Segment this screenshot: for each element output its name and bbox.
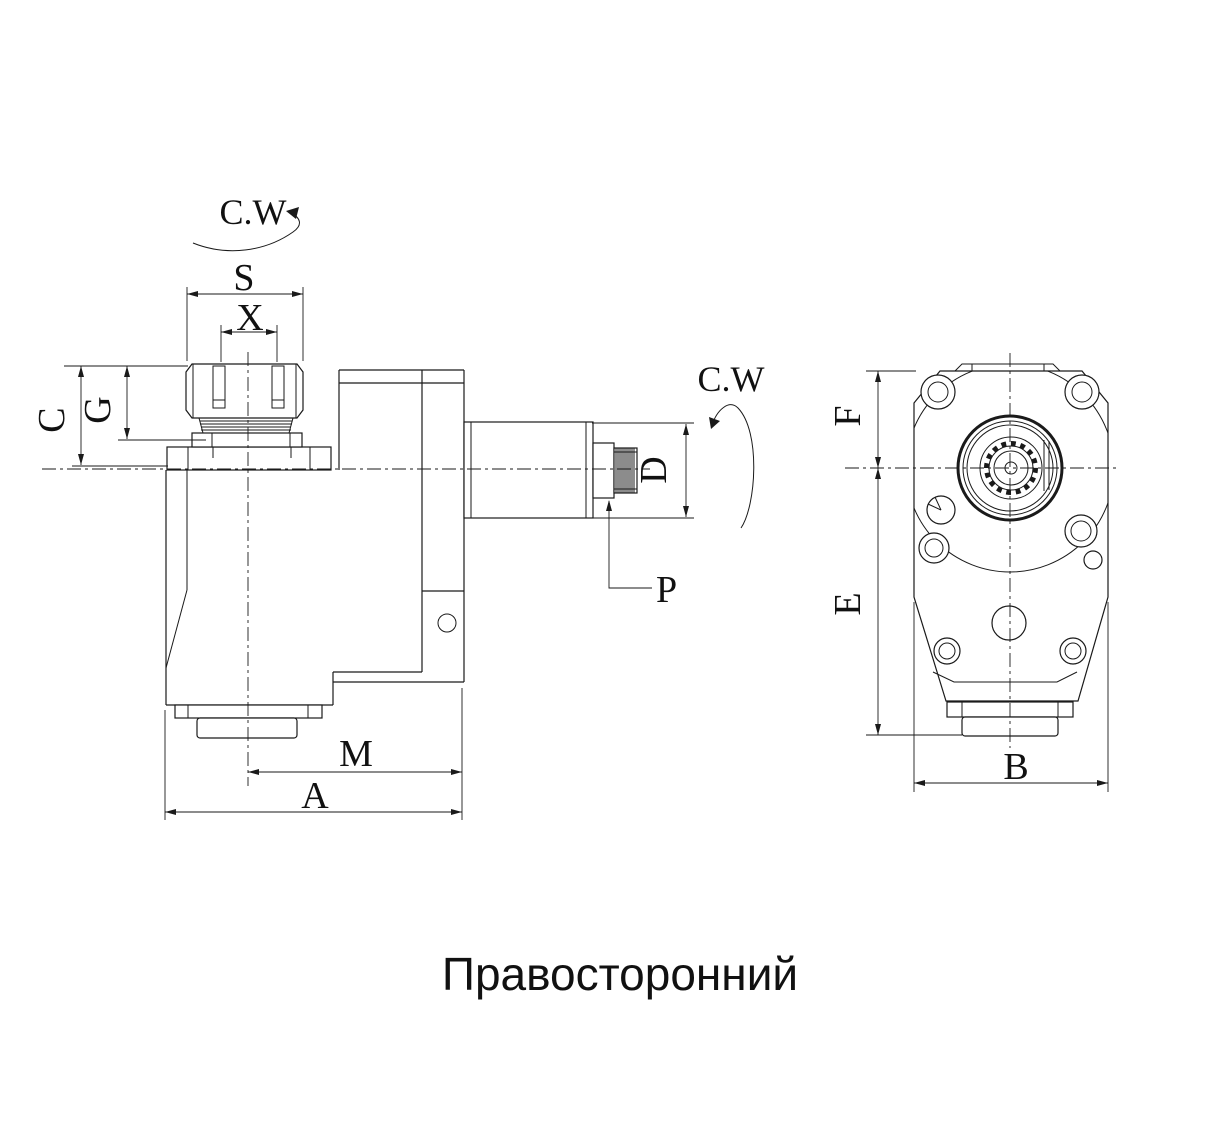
- spline-teeth: [984, 441, 1038, 495]
- dim-label-x: X: [236, 297, 263, 339]
- dim-label-c: C: [31, 407, 73, 432]
- dim-label-d: D: [633, 456, 675, 483]
- dim-label-a: A: [301, 775, 329, 817]
- rotation-label-right: C.W: [698, 359, 765, 399]
- caption: Правосторонний: [442, 948, 798, 1000]
- plate-hole: [437, 613, 457, 633]
- dim-label-p: P: [656, 569, 677, 611]
- shaft-collar: [592, 442, 615, 499]
- cover-plate-tab: [953, 363, 1062, 372]
- dim-label-s: S: [233, 257, 254, 299]
- shaft-spline: [613, 447, 638, 494]
- thread-lines: [198, 417, 294, 434]
- dim-label-g: G: [77, 396, 119, 423]
- bottom-face-edge: [932, 671, 1078, 683]
- dim-label-b: B: [1003, 746, 1028, 788]
- front-view: [845, 353, 1120, 748]
- rotation-label-top: C.W: [220, 192, 287, 232]
- rotation-arrow-right: C.W: [698, 359, 765, 529]
- set-screw-hole: [926, 495, 956, 525]
- spindle-flange: [166, 446, 332, 471]
- p-leader: P: [606, 500, 677, 611]
- pin-hole: [1083, 550, 1103, 570]
- side-view: [42, 352, 650, 786]
- keyway: [1043, 440, 1050, 491]
- mounting-plate: [338, 369, 465, 682]
- drive-shaft: [463, 421, 638, 519]
- collet-ring: [191, 432, 303, 448]
- housing-body: [165, 470, 464, 706]
- spindle-nose: [174, 704, 323, 739]
- rotation-arrow-top: C.W: [192, 192, 300, 252]
- dim-label-m: M: [339, 733, 373, 775]
- collet-slots: [212, 365, 285, 409]
- dim-label-e: E: [827, 592, 869, 615]
- cap-screws: [918, 374, 1100, 665]
- clamp-hole: [991, 605, 1027, 641]
- dim-label-f: F: [827, 405, 869, 426]
- dimensions-left: S X C G D P: [31, 192, 765, 820]
- collet-nut: [185, 363, 304, 448]
- body-chamfer-edge: [165, 589, 188, 669]
- center-lines-right: [845, 353, 1120, 748]
- center-lines-left: [42, 352, 650, 786]
- dimensions-right: F E B: [827, 370, 1109, 792]
